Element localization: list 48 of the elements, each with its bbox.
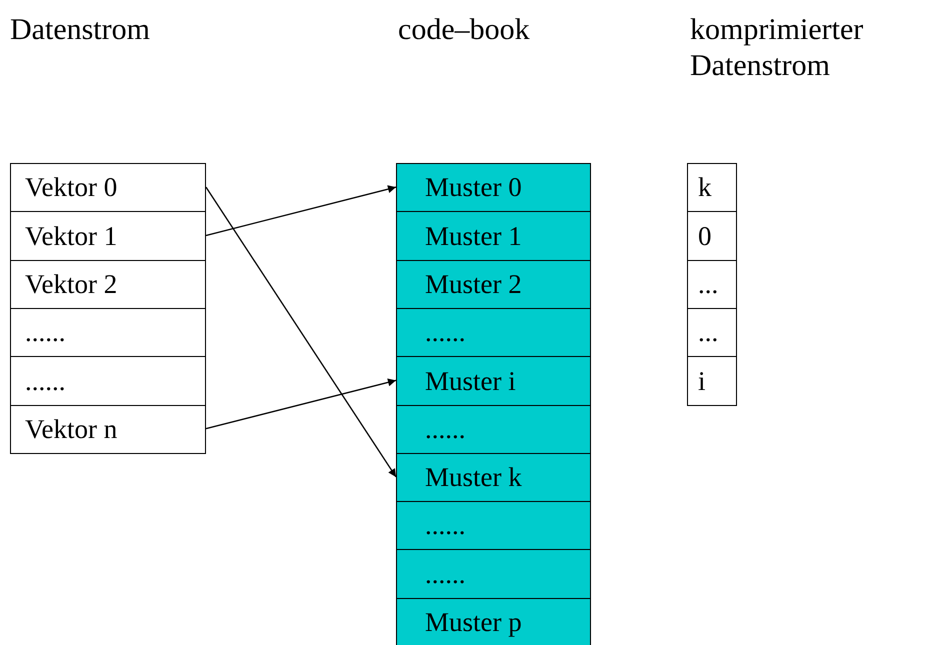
codebook-cell bbox=[396, 211, 591, 262]
table-cell bbox=[10, 404, 206, 454]
output-cell bbox=[687, 260, 737, 310]
column-heading: komprimierter Datenstrom bbox=[690, 12, 864, 84]
arrow bbox=[206, 378, 396, 430]
cell-text: Muster k bbox=[425, 462, 522, 494]
cell-text: k bbox=[698, 172, 712, 204]
table-cell bbox=[10, 308, 206, 358]
cell-text: Muster 0 bbox=[425, 172, 522, 204]
table-cell bbox=[10, 163, 206, 213]
codebook-cell bbox=[396, 260, 591, 310]
cell-text: ...... bbox=[25, 317, 66, 348]
codebook-cell bbox=[396, 501, 591, 551]
cell-text: ...... bbox=[425, 317, 466, 348]
output-cell bbox=[687, 308, 737, 358]
cell-text: ... bbox=[698, 268, 718, 300]
codebook-cell bbox=[396, 356, 591, 406]
cell-text: ...... bbox=[425, 510, 466, 542]
column-heading: code–book bbox=[398, 12, 530, 48]
cell-text: Vektor 1 bbox=[25, 220, 118, 252]
cell-text: Muster 2 bbox=[425, 268, 522, 300]
codebook-cell bbox=[396, 598, 591, 645]
output-cell bbox=[687, 211, 737, 262]
cell-text: Vektor 2 bbox=[25, 268, 118, 300]
cell-text: i bbox=[698, 366, 706, 397]
column-heading: Datenstrom bbox=[10, 12, 150, 48]
codebook-cell bbox=[396, 452, 591, 503]
cell-text: Vektor 0 bbox=[25, 172, 118, 204]
arrow bbox=[206, 185, 396, 236]
cell-text: Vektor n bbox=[25, 414, 118, 445]
arrow bbox=[205, 186, 397, 478]
cell-text: ...... bbox=[425, 558, 466, 590]
output-cell bbox=[687, 163, 737, 213]
codebook-cell bbox=[396, 549, 591, 600]
cell-text: Muster p bbox=[425, 607, 522, 638]
codebook-cell bbox=[396, 163, 591, 213]
cell-text: 0 bbox=[698, 220, 712, 252]
cell-text: Muster 1 bbox=[425, 220, 522, 252]
cell-text: ...... bbox=[425, 414, 466, 445]
cell-text: ...... bbox=[25, 366, 66, 397]
codebook-cell bbox=[396, 404, 591, 454]
cell-text: Muster i bbox=[425, 366, 516, 397]
table-cell bbox=[10, 356, 206, 406]
cell-text: ... bbox=[698, 317, 718, 348]
table-cell bbox=[10, 260, 206, 310]
output-cell bbox=[687, 356, 737, 406]
table-cell bbox=[10, 211, 206, 262]
codebook-cell bbox=[396, 308, 591, 358]
